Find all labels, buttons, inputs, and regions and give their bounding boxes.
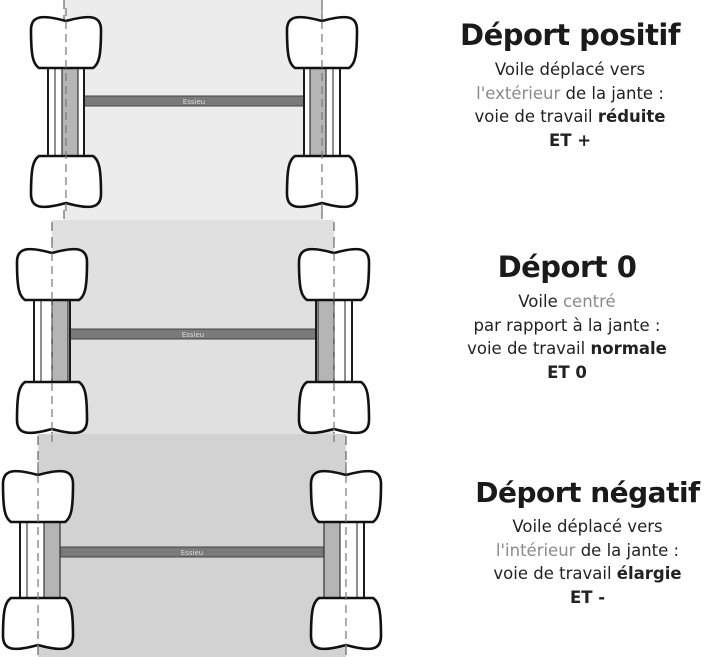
desc-negative-line2: de la jante : <box>575 540 680 560</box>
desc-positive-line1: Voile déplacé vers <box>494 60 646 79</box>
description-zero: Voile centré par rapport à la jante : vo… <box>436 290 698 384</box>
desc-negative-line1: Voile déplacé vers <box>512 517 663 536</box>
assembly-zero: Essieu <box>15 222 371 442</box>
title-zero: Déport 0 <box>497 250 637 284</box>
hub-positive-right <box>309 61 327 163</box>
axle-label-negative: Essieu <box>181 549 203 557</box>
caption-positive: Déport positif Voile déplacé vers l'exté… <box>444 18 696 152</box>
title-negative: Déport négatif <box>475 476 700 509</box>
desc-negative-emphasis: élargie <box>616 564 682 583</box>
code-zero: ET 0 <box>547 362 587 382</box>
description-negative: Voile déplacé vers l'intérieur de la jan… <box>466 515 709 609</box>
desc-positive-line2: de la jante : <box>560 83 664 103</box>
desc-zero-emphasis: normale <box>590 339 667 358</box>
description-positive: Voile déplacé vers l'extérieur de la jan… <box>444 58 696 152</box>
track-band-negative <box>38 434 346 657</box>
axle-label-zero: Essieu <box>182 331 204 339</box>
desc-positive-emphasis: réduite <box>597 107 666 126</box>
assembly-negative: Essieu <box>1 436 383 657</box>
hub-zero-left <box>51 293 69 389</box>
assembly-positive: Essieu <box>29 0 359 222</box>
caption-zero: Déport 0 Voile centré par rapport à la j… <box>436 250 698 384</box>
tire-top-negative-left <box>1 469 75 524</box>
tire-top-positive-right <box>285 15 359 70</box>
desc-zero-line2: par rapport à la jante : <box>473 315 661 335</box>
tire-top-zero-left <box>15 247 89 302</box>
code-negative: ET - <box>569 587 606 607</box>
desc-zero-highlight: centré <box>562 292 616 311</box>
code-positive: ET + <box>548 130 592 150</box>
tire-top-zero-right <box>297 247 371 302</box>
hub-positive-left <box>61 61 79 163</box>
tire-top-negative-right <box>309 469 383 524</box>
hub-zero-right <box>317 293 335 389</box>
title-positive: Déport positif <box>460 18 681 52</box>
desc-negative-highlight: l'intérieur <box>495 540 576 560</box>
track-band-positive <box>64 0 322 222</box>
tire-top-positive-left <box>29 15 103 70</box>
desc-zero-line1: Voile <box>518 292 563 311</box>
axle-label-positive: Essieu <box>183 98 205 106</box>
track-band-zero <box>52 220 334 434</box>
desc-zero-line3: voie de travail <box>467 339 591 358</box>
caption-negative: Déport négatif Voile déplacé vers l'inté… <box>466 476 709 609</box>
hub-negative-right <box>323 515 341 605</box>
desc-positive-line3: voie de travail <box>474 107 598 126</box>
hub-negative-left <box>43 515 61 605</box>
desc-negative-line3: voie de travail <box>493 564 617 583</box>
desc-positive-highlight: l'extérieur <box>476 83 561 103</box>
